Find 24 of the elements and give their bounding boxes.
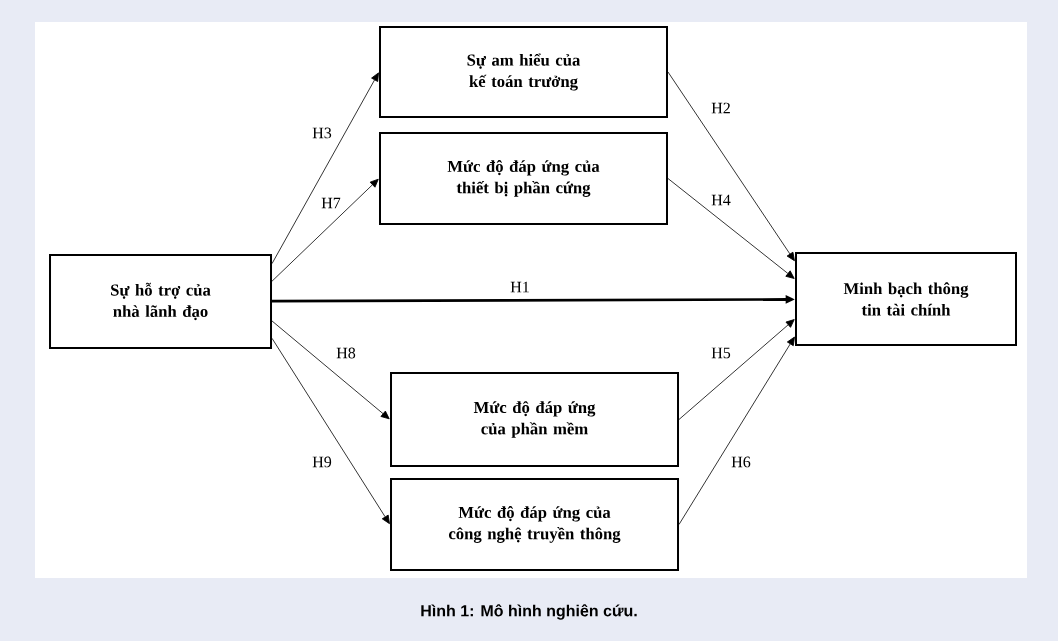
arrow <box>271 337 390 525</box>
arrow <box>271 320 390 420</box>
variable-box: Mức độ đáp ứng của phần mềm <box>390 372 679 467</box>
arrow <box>667 178 795 279</box>
edge-label: H2 <box>709 101 733 115</box>
variable-box: Minh bạch thông tin tài chính <box>795 252 1017 346</box>
arrow <box>667 71 795 262</box>
edge-label: H7 <box>319 196 343 210</box>
variable-box: Sự am hiểu của kế toán trưởng <box>379 26 668 118</box>
arrow <box>678 319 795 420</box>
edge-label: H3 <box>310 126 334 140</box>
edge-label: H9 <box>310 455 334 469</box>
variable-box: Sự hỗ trợ của nhà lãnh đạo <box>49 254 272 349</box>
variable-box: Mức độ đáp ứng của công nghệ truyền thông <box>390 478 679 571</box>
edge-label: H8 <box>334 346 358 360</box>
arrow <box>678 336 795 525</box>
variable-box: Mức độ đáp ứng của thiết bị phần cứng <box>379 132 668 225</box>
arrow <box>271 178 379 282</box>
edge-label: H6 <box>729 455 753 469</box>
edge-label: H1 <box>508 280 532 294</box>
arrow <box>271 72 379 264</box>
edge-label: H4 <box>709 193 733 207</box>
edge-label: H5 <box>709 346 733 360</box>
caption: Hình 1: Mô hình nghiên cứu. <box>421 604 637 620</box>
